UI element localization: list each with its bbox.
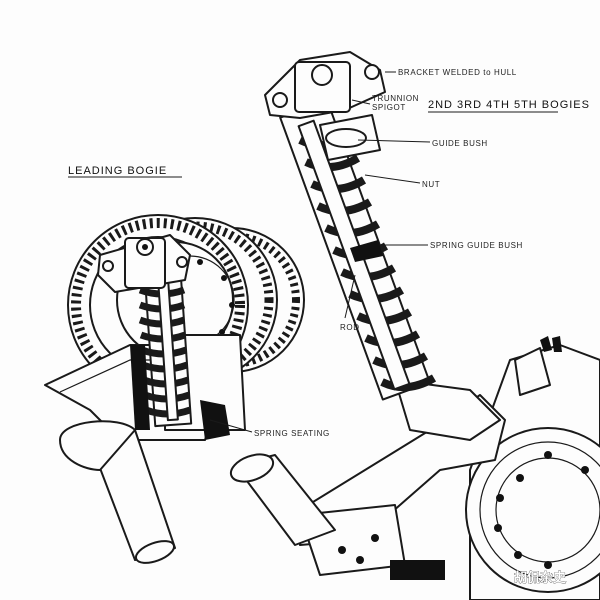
label-rod: ROD: [340, 323, 360, 332]
watermark-text: 胡侃杂史: [514, 570, 567, 586]
leading-bogie-assembly: [44, 214, 305, 564]
label-spring-seating: SPRING SEATING: [254, 429, 330, 438]
leader-lines: [68, 71, 558, 433]
label-rear-bogies-title: 2ND 3RD 4TH 5TH BOGIES: [428, 99, 590, 111]
label-trunnion-line1: TRUNNION: [372, 94, 419, 103]
rear-bogie-assembly: [229, 51, 600, 600]
label-trunnion-spigot: TRUNNION SPIGOT: [372, 94, 422, 112]
leading-spring-unit: [130, 272, 230, 440]
label-trunnion-line2: SPIGOT: [372, 103, 406, 112]
rear-axle-shaft: [229, 453, 336, 546]
leading-axle-shaft: [59, 420, 176, 564]
sprocket-hub: [465, 336, 600, 600]
rear-top-bracket: [264, 51, 386, 119]
part-labels: BRACKET WELDED to HULL TRUNNION SPIGOT 2…: [68, 68, 590, 586]
label-leading-bogie-title: LEADING BOGIE: [68, 165, 167, 177]
leading-top-bracket: [97, 234, 191, 293]
label-guide-bush: GUIDE BUSH: [432, 139, 488, 148]
label-nut: NUT: [422, 180, 440, 189]
label-spring-guide-bush: SPRING GUIDE BUSH: [430, 241, 523, 250]
rear-spring-unit: [279, 99, 437, 401]
label-bracket: BRACKET WELDED to HULL: [398, 68, 517, 77]
rear-swing-arm: [299, 379, 506, 580]
